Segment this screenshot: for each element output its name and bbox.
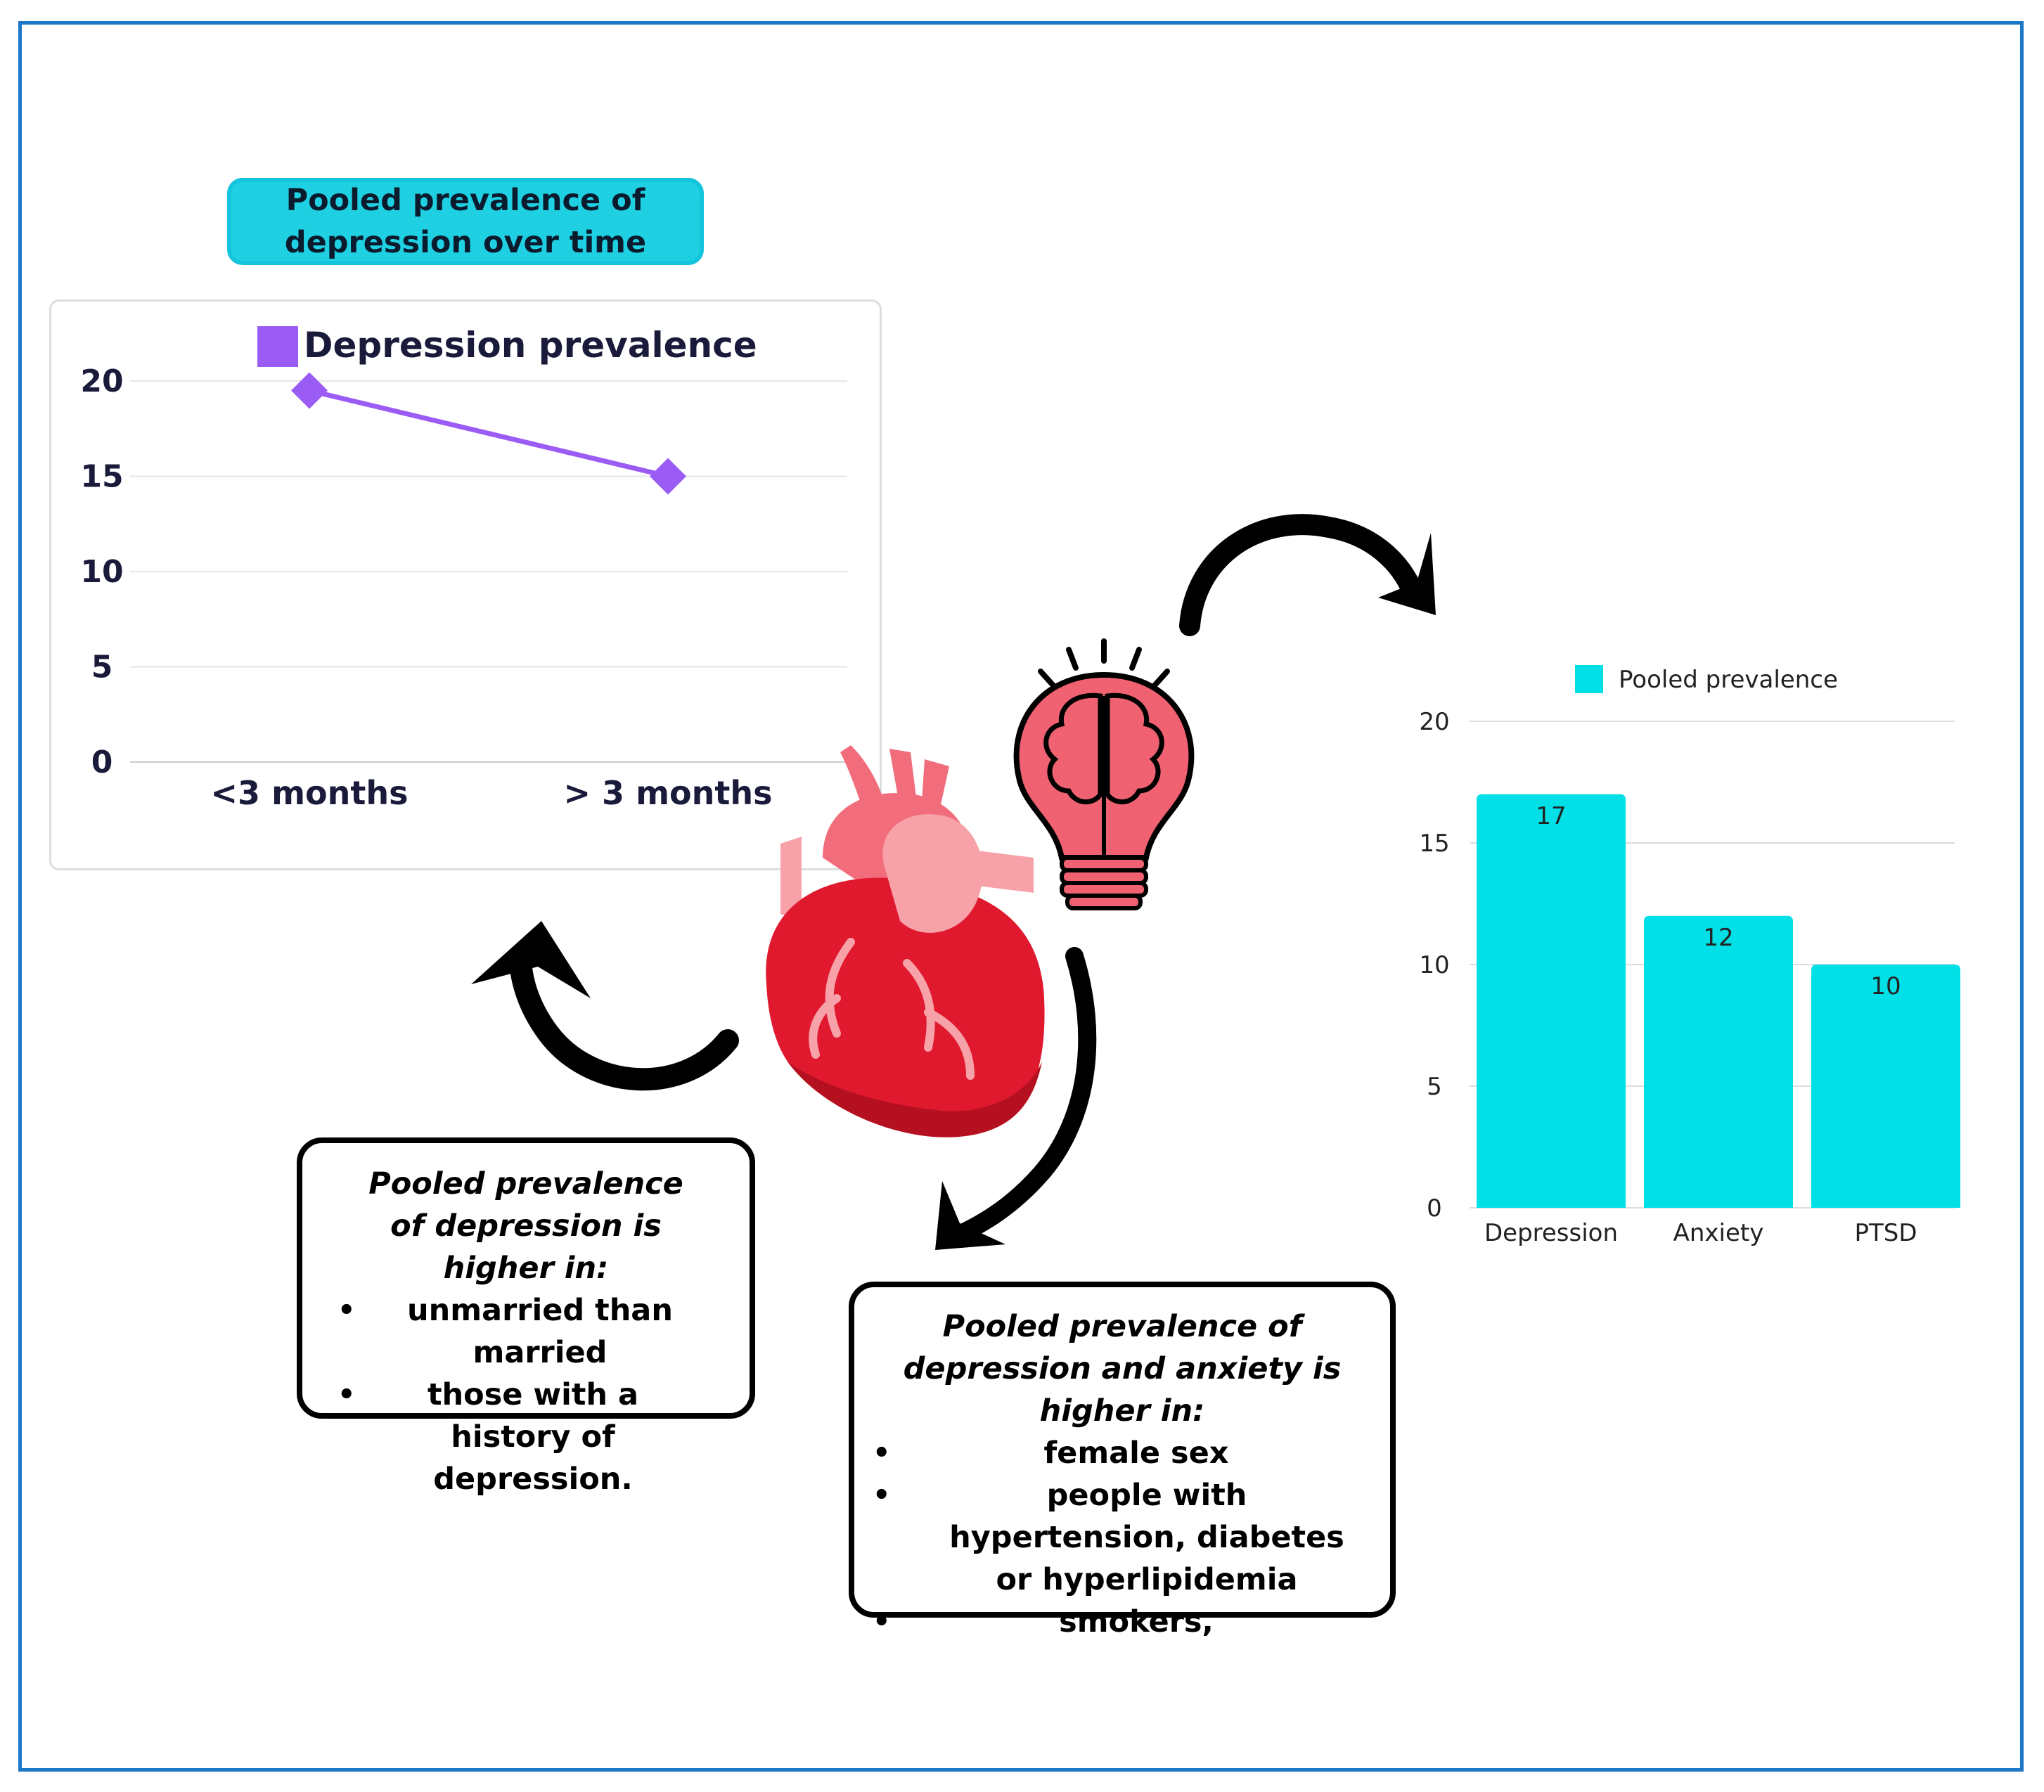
right-findings-item-2: people with hypertension, diabetes or hy… <box>949 1478 1344 1597</box>
bar-chart-bar <box>1811 965 1960 1208</box>
line-chart-title-text: Pooled prevalence of depression over tim… <box>284 183 647 260</box>
right-findings-heading: Pooled prevalence of depression and anxi… <box>903 1309 1342 1429</box>
bar-chart-y-tick-label: 0 <box>1427 1194 1442 1223</box>
left-findings-box: Pooled prevalence of depression is highe… <box>297 1137 755 1497</box>
line-chart-card <box>49 299 882 870</box>
bar-chart-legend-swatch <box>1575 665 1603 693</box>
bar-chart-y-tick-label: 15 <box>1419 830 1449 858</box>
arrow-heart-to-line-chart <box>471 921 739 1091</box>
list-item: •people with hypertension, diabetes or h… <box>873 1478 1344 1597</box>
left-findings-heading: Pooled prevalence of depression is highe… <box>368 1166 683 1286</box>
right-findings-box: Pooled prevalence of depression and anxi… <box>849 1282 1396 1639</box>
right-findings-item-1: female sex <box>1043 1436 1229 1471</box>
bar-chart-value-label: 17 <box>1536 802 1566 830</box>
left-findings-list: •unmarried than married •those with a hi… <box>323 1289 728 1500</box>
line-chart-title: Pooled prevalence of depression over tim… <box>227 178 704 265</box>
bar-chart-bar <box>1477 794 1626 1208</box>
bar-chart-bar <box>1644 915 1793 1208</box>
bar-chart-x-tick-label: Anxiety <box>1673 1219 1764 1247</box>
line-chart-series-line <box>309 388 669 479</box>
brain-lightbulb-icon <box>1013 638 1195 910</box>
line-chart-y-tick-label: 20 <box>80 363 123 399</box>
list-item: •smokers, <box>873 1604 1214 1639</box>
bar-chart-value-label: 12 <box>1703 924 1733 952</box>
line-chart-y-tick-label: 15 <box>80 459 123 495</box>
figure-frame <box>18 21 2024 1772</box>
bar-chart-y-tick-label: 10 <box>1419 951 1449 979</box>
arrow-bulb-to-right-box <box>935 947 1097 1250</box>
bar-chart-legend-label: Pooled prevalence <box>1619 666 1838 694</box>
left-findings-item-2: those with a history of depression. <box>427 1377 639 1497</box>
line-chart-y-tick-label: 5 <box>91 650 113 685</box>
bar-chart-x-tick-label: Depression <box>1484 1219 1618 1247</box>
bar-chart-y-tick-label: 20 <box>1419 708 1449 736</box>
list-item: •those with a history of depression. <box>338 1377 639 1497</box>
left-findings-item-1: unmarried than married <box>407 1293 673 1370</box>
bar-chart-y-tick-label: 5 <box>1427 1073 1442 1101</box>
bar-chart-x-tick-label: PTSD <box>1854 1219 1917 1247</box>
bar-chart-value-label: 10 <box>1870 972 1901 1000</box>
heart-icon <box>766 745 1045 1137</box>
right-findings-item-3: smokers, <box>1059 1604 1214 1639</box>
line-chart-y-tick-label: 0 <box>91 744 113 780</box>
line-chart-y-tick-label: 10 <box>80 554 123 590</box>
line-chart-legend-label: Depression prevalence <box>304 325 757 366</box>
right-findings-list: •female sex •people with hypertension, d… <box>866 1432 1379 1643</box>
line-chart-x-tick-label: <3 months <box>211 774 409 812</box>
line-chart: 0 5 10 15 20 <3 months > 3 months Depression pr… <box>80 325 847 812</box>
list-item: •unmarried than married <box>338 1293 673 1370</box>
line-chart-legend-swatch <box>257 326 298 367</box>
arrow-brain-to-bar-chart <box>1179 514 1436 636</box>
line-chart-x-tick-label: > 3 months <box>564 774 773 812</box>
line-chart-point <box>650 458 686 495</box>
list-item: •female sex <box>873 1436 1229 1471</box>
line-chart-point <box>291 372 328 409</box>
